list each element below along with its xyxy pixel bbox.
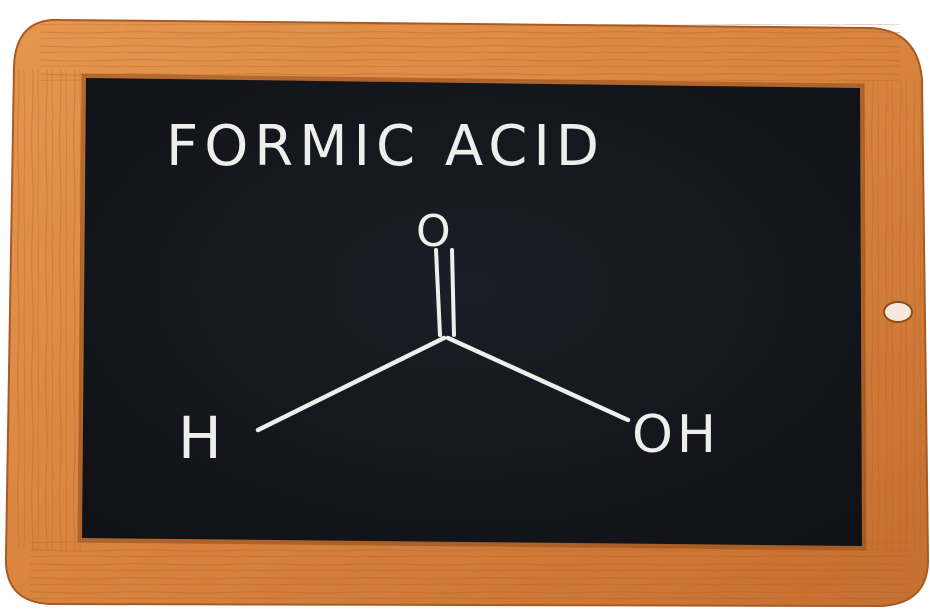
double-bond-line-right [450, 248, 456, 337]
oxygen-atom-label: O [416, 206, 451, 257]
chalkboard-surface [82, 78, 862, 546]
hanging-hole [883, 301, 913, 323]
double-bond-line-left [434, 248, 442, 337]
hydrogen-atom-label: H [178, 404, 222, 472]
ch-bond-line [255, 335, 447, 433]
co-bond-line [445, 335, 631, 423]
hydroxyl-group-label: OH [632, 405, 720, 465]
board-title: FORMIC ACID [166, 114, 605, 179]
formic-acid-structure [255, 248, 631, 433]
